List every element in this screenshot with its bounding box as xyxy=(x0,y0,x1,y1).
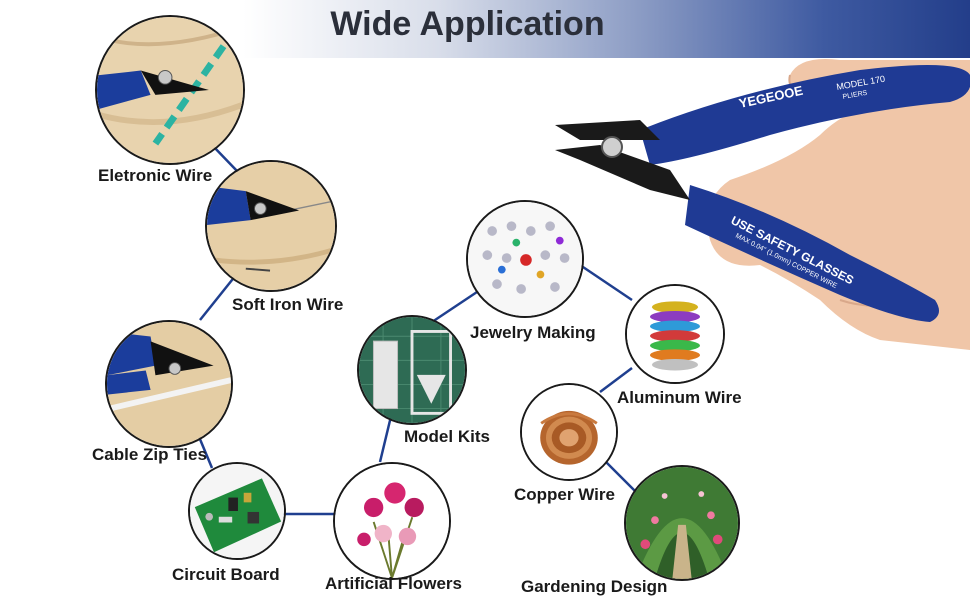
label-electronic-wire: Eletronic Wire xyxy=(98,166,213,185)
jewelry-making-photo xyxy=(466,200,584,318)
page-title: Wide Application xyxy=(330,5,605,43)
electronic-wire-photo xyxy=(95,15,245,165)
soft-iron-wire-photo xyxy=(205,160,337,292)
hand-holding-pliers-photo: YEGEOOE MODEL 170 PLIERS USE SAFETY GLAS… xyxy=(555,59,970,350)
label-gardening-design: Gardening Design xyxy=(521,577,668,596)
copper-wire-photo xyxy=(520,383,618,481)
label-circuit-board: Circuit Board xyxy=(172,565,280,584)
label-artificial-flowers: Artificial Flowers xyxy=(325,574,462,593)
circuit-board-photo xyxy=(188,462,286,560)
label-cable-zip-ties: Cable Zip Ties xyxy=(92,445,207,464)
model-kits-photo xyxy=(357,315,467,425)
label-jewelry-making: Jewelry Making xyxy=(470,323,596,342)
cable-zip-ties-photo xyxy=(105,320,233,448)
label-aluminum-wire: Aluminum Wire xyxy=(617,388,742,407)
model-sub-text: PLIERS xyxy=(842,90,868,101)
label-soft-iron-wire: Soft Iron Wire xyxy=(232,295,344,314)
label-model-kits: Model Kits xyxy=(404,427,490,446)
aluminum-wire-photo xyxy=(625,284,725,384)
artificial-flowers-photo xyxy=(333,462,451,580)
label-copper-wire: Copper Wire xyxy=(514,485,615,504)
gardening-design-photo xyxy=(624,465,740,581)
